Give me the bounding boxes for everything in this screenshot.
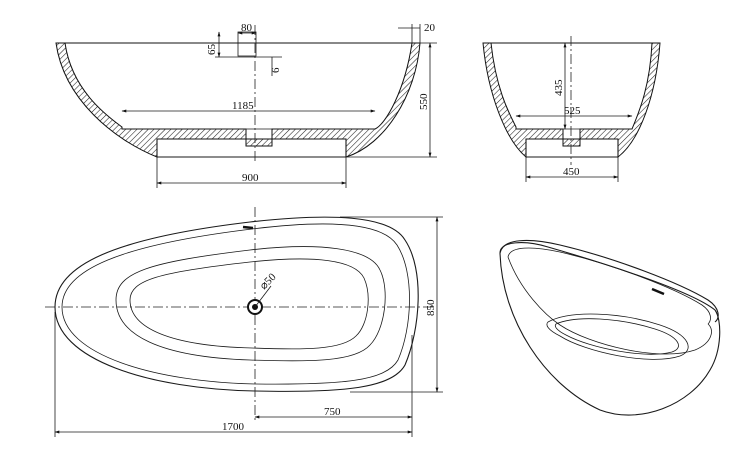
- perspective-outer-body: [499, 242, 721, 416]
- perspective-view: [499, 239, 721, 416]
- front-view: 80 65 6 20 1185 550 900: [55, 22, 437, 188]
- perspective-rim-inner: [507, 247, 711, 325]
- front-base: [156, 139, 347, 158]
- dim-label-80: 80: [241, 22, 253, 34]
- perspective-inner-wall: [507, 256, 712, 355]
- dim-label-450: 450: [563, 166, 580, 178]
- side-base: [525, 139, 619, 158]
- front-drain: [237, 31, 257, 57]
- dim-label-1185: 1185: [232, 100, 254, 112]
- drain-leader: [254, 285, 272, 308]
- top-view: ⌀50 850 750 1700: [45, 207, 443, 437]
- dim-label-550: 550: [418, 93, 430, 110]
- top-basin-outer: [115, 246, 386, 362]
- dim-label-6: 6: [270, 67, 282, 73]
- dim-label-drain: ⌀50: [258, 271, 279, 292]
- dim-label-65: 65: [206, 44, 218, 56]
- top-basin-floor: [129, 258, 369, 350]
- dim-label-900: 900: [242, 172, 259, 184]
- dim-label-525: 525: [564, 105, 581, 117]
- side-shell-section: [482, 42, 661, 159]
- dim-label-20: 20: [424, 22, 436, 34]
- dim-label-750: 750: [324, 406, 341, 418]
- side-view: 435 525 450: [482, 36, 661, 182]
- top-inner-rim: [61, 223, 410, 385]
- dim-label-435: 435: [553, 79, 565, 96]
- perspective-basin-floor: [546, 313, 689, 360]
- overflow-slot-perspective: [651, 287, 665, 296]
- top-outer-rim: [54, 216, 419, 392]
- overflow-slot: [242, 225, 254, 230]
- perspective-basin-floor-inner: [554, 318, 679, 355]
- dim-label-850: 850: [425, 299, 437, 316]
- perspective-rim-top: [499, 239, 719, 323]
- dim-label-1700: 1700: [222, 421, 245, 433]
